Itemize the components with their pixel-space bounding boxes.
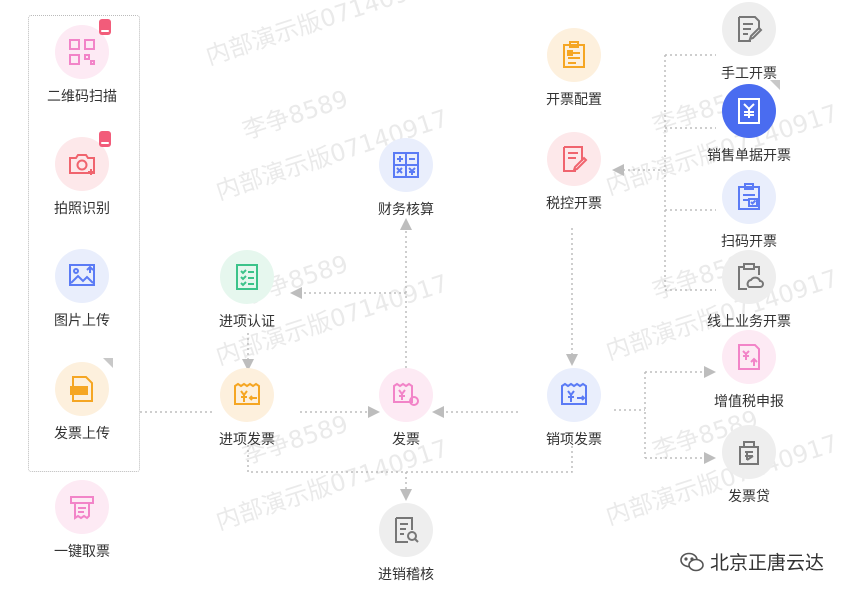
node-input-invoice[interactable]: 进项发票 [187, 368, 307, 449]
qr-scan-label: 二维码扫描 [47, 89, 117, 105]
edge-bottom-bus [247, 445, 573, 473]
sales-doc-label: 销售单据开票 [707, 148, 791, 164]
yen-receipt-out-icon [561, 382, 587, 405]
node-tax-control[interactable]: 税控开票 [514, 132, 634, 213]
corner-marker-icon [770, 80, 780, 90]
one-click-label: 一键取票 [54, 544, 110, 560]
node-output-invoice[interactable]: 销项发票 [514, 368, 634, 449]
pdf-file-icon [70, 376, 93, 402]
input-cert-label: 进项认证 [219, 314, 275, 330]
tax-control-label: 税控开票 [546, 196, 602, 212]
invoice-settings-icon [393, 382, 419, 406]
source-credit: 北京正唐云达 [680, 548, 824, 575]
invoice-icon-circle [379, 368, 433, 422]
credit-text: 北京正唐云达 [709, 552, 824, 574]
mobile-badge-icon [99, 19, 111, 35]
calculator-icon [393, 152, 419, 178]
node-photo-id[interactable]: 拍照识别 [22, 131, 142, 218]
sales-doc-icon-circle [722, 80, 780, 138]
qr-scan-icon-circle [55, 19, 111, 79]
node-manual[interactable]: 手工开票 [689, 2, 809, 83]
vat-report-label: 增值税申报 [714, 394, 784, 410]
mobile-badge-icon [99, 131, 111, 147]
input-invoice-label: 进项发票 [219, 432, 275, 448]
wechat-icon [680, 552, 704, 571]
input-invoice-icon-circle [220, 368, 274, 422]
node-image-upload[interactable]: 图片上传 [22, 249, 142, 330]
node-qr-scan[interactable]: 二维码扫描 [22, 19, 142, 106]
audit-label: 进销稽核 [378, 567, 434, 583]
node-audit[interactable]: 进销稽核 [346, 503, 466, 584]
vat-report-icon-circle [722, 330, 776, 384]
invoice-upload-icon-circle [55, 358, 113, 416]
document-edit-icon [563, 146, 588, 172]
yen-receipt-in-icon [234, 382, 260, 405]
node-invoice-loan[interactable]: 发票贷 [689, 425, 809, 506]
loan-bag-icon [739, 441, 759, 465]
node-finance[interactable]: 财务核算 [346, 138, 466, 219]
node-invoice[interactable]: 发票 [346, 368, 466, 449]
invoice-loan-label: 发票贷 [728, 489, 770, 505]
finance-icon-circle [379, 138, 433, 192]
photo-id-icon-circle [55, 131, 111, 191]
image-upload-icon [69, 264, 95, 286]
node-one-click[interactable]: 一键取票 [22, 480, 142, 561]
checklist-icon [236, 264, 258, 290]
node-sales-doc[interactable]: 销售单据开票 [689, 80, 809, 165]
online-icon-circle [722, 250, 776, 304]
camera-icon [69, 154, 95, 175]
document-search-icon [395, 517, 419, 543]
clipboard-check-icon [738, 183, 760, 210]
invoice-config-label: 开票配置 [546, 92, 602, 108]
node-invoice-config[interactable]: 开票配置 [514, 28, 634, 109]
clipboard-cloud-icon [738, 263, 764, 290]
invoice-config-icon-circle [547, 28, 601, 82]
yen-document-icon [738, 98, 760, 124]
output-invoice-icon-circle [547, 368, 601, 422]
capture-group [28, 15, 140, 472]
input-cert-icon-circle [220, 250, 274, 304]
document-upload-icon [738, 344, 760, 370]
invoice-loan-icon-circle [722, 425, 776, 479]
manual-icon-circle [722, 2, 776, 56]
corner-marker-icon [103, 358, 113, 368]
scan-invoice-label: 扫码开票 [721, 234, 777, 250]
clipboard-settings-icon [563, 41, 585, 68]
node-invoice-upload[interactable]: 发票上传 [22, 358, 142, 443]
photo-id-label: 拍照识别 [54, 201, 110, 217]
node-input-cert[interactable]: 进项认证 [187, 250, 307, 331]
node-vat-report[interactable]: 增值税申报 [689, 330, 809, 411]
online-label: 线上业务开票 [707, 314, 791, 330]
qr-code-icon [69, 39, 95, 65]
output-invoice-label: 销项发票 [546, 432, 602, 448]
image-upload-icon-circle [55, 249, 109, 303]
audit-icon-circle [379, 503, 433, 557]
one-click-icon-circle [55, 480, 109, 534]
manual-label: 手工开票 [721, 66, 777, 82]
finance-label: 财务核算 [378, 202, 434, 218]
invoice-label: 发票 [392, 432, 420, 448]
invoice-upload-label: 发票上传 [54, 426, 110, 442]
receipt-print-icon [70, 496, 94, 520]
node-scan-invoice[interactable]: 扫码开票 [689, 170, 809, 251]
image-upload-label: 图片上传 [54, 313, 110, 329]
node-online[interactable]: 线上业务开票 [689, 250, 809, 331]
document-pen-icon [738, 16, 763, 42]
tax-control-icon-circle [547, 132, 601, 186]
scan-invoice-icon-circle [722, 170, 776, 224]
